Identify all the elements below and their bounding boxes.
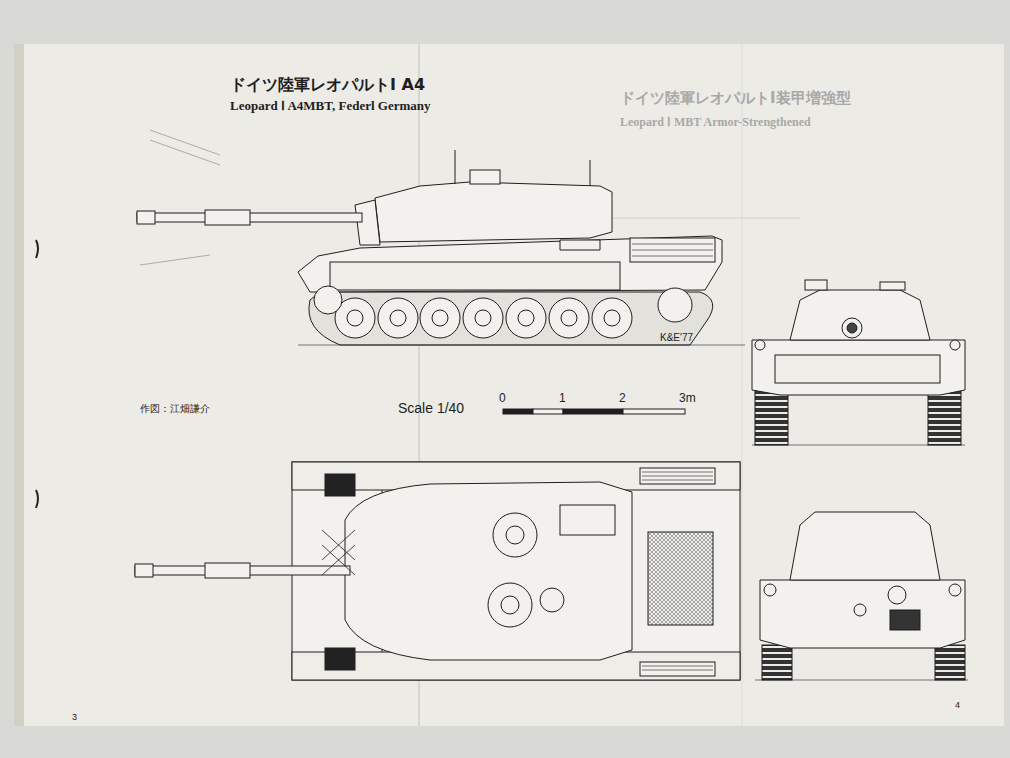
drawing-line	[375, 182, 612, 242]
drawing-line	[640, 662, 715, 676]
drawing-line	[880, 282, 905, 290]
drawing-line	[847, 323, 857, 333]
drawing-line	[150, 130, 220, 155]
drawing-line	[762, 645, 792, 680]
drawing-line	[560, 240, 600, 250]
drawing-line	[14, 44, 1004, 726]
drawing-line	[325, 474, 355, 496]
drawing-line	[790, 512, 940, 580]
drawing-line	[518, 310, 534, 326]
drawing-line	[455, 150, 456, 184]
drawing-line	[488, 583, 532, 627]
drawing-line	[632, 244, 713, 256]
drawing-line	[378, 298, 418, 338]
drawing-line	[470, 170, 500, 184]
drawing-line	[493, 513, 537, 557]
drawing-line	[805, 280, 827, 290]
subtitle: Leopard Ⅰ A4MBT, Federl Germany	[230, 99, 431, 114]
drawing-line	[506, 526, 524, 544]
drawing-line	[755, 340, 765, 350]
drawing-line	[506, 298, 546, 338]
drawing-line	[658, 288, 692, 322]
signature: K&E'77	[660, 332, 693, 344]
drawing-line	[742, 44, 743, 726]
drawing-line	[137, 211, 155, 224]
drawing-line	[463, 298, 503, 338]
drawing-line	[648, 532, 713, 625]
drawing-line	[752, 340, 965, 395]
drawing-line	[888, 586, 906, 604]
bleed-through-text: ドイツ陸軍レオパルトⅠ装甲増強型	[620, 90, 851, 107]
drawing-line	[561, 310, 577, 326]
drawing-line	[755, 680, 968, 681]
drawing-line	[563, 409, 623, 414]
drawing-line	[854, 604, 866, 616]
drawing-line	[309, 292, 713, 345]
drawing-line	[760, 580, 965, 648]
drawing-line	[150, 140, 220, 165]
drawing-line	[590, 160, 591, 186]
drawing-line	[842, 318, 862, 338]
drawing-line	[592, 298, 632, 338]
drawing-line	[325, 648, 355, 670]
scale-tick: 1	[559, 392, 566, 406]
drawing-line	[640, 468, 715, 484]
drawing-line	[503, 409, 533, 414]
drawing-line	[390, 310, 406, 326]
drawing-line	[604, 310, 620, 326]
drawing-line	[322, 530, 355, 575]
drawing-line	[135, 150, 968, 680]
drawing-line	[432, 310, 448, 326]
drawing-line	[775, 355, 940, 383]
drawing-line	[623, 409, 685, 414]
drawing-line	[549, 298, 589, 338]
page-number: 4	[955, 700, 960, 710]
drawing-line	[890, 610, 920, 630]
drawing-line	[347, 310, 363, 326]
bleed-through-text: Leopard Ⅰ MBT Armor-Strengthened	[620, 116, 811, 130]
scale-label: Scale 1/40	[398, 400, 464, 416]
drawing-line	[533, 409, 563, 414]
drawing-line	[14, 44, 24, 726]
drawing-line	[140, 255, 210, 265]
credit: 作図：江畑謙介	[140, 403, 210, 415]
drawing-line	[292, 462, 740, 680]
drawing-line	[314, 286, 342, 314]
drawing-line	[642, 472, 713, 480]
drawing-line	[205, 210, 250, 225]
scale-tick: 0	[499, 392, 506, 406]
drawing-line	[790, 290, 930, 340]
drawing-line	[314, 286, 692, 338]
drawing-line	[949, 584, 961, 596]
drawing-line	[935, 645, 965, 680]
drawing-line	[330, 262, 620, 290]
scale-tick: 3m	[679, 392, 696, 406]
drawing-line	[36, 240, 38, 508]
scale-tick: 2	[619, 392, 626, 406]
drawing-line	[642, 666, 713, 670]
drawing-line	[950, 340, 960, 350]
drawing-line	[345, 482, 632, 660]
drawing-line	[205, 563, 250, 578]
drawing-line	[420, 298, 460, 338]
drawing-line	[298, 345, 745, 346]
drawing-line	[501, 596, 519, 614]
drawing-line	[630, 238, 715, 262]
drawing-line	[135, 564, 153, 577]
drawing-line	[764, 584, 776, 596]
page-number: 3	[72, 712, 77, 722]
drawing-line	[475, 310, 491, 326]
drawing-line	[540, 588, 564, 612]
drawing-line	[752, 445, 965, 446]
drawing-line	[560, 505, 615, 535]
title: ドイツ陸軍レオパルトⅠ A4	[230, 76, 425, 94]
